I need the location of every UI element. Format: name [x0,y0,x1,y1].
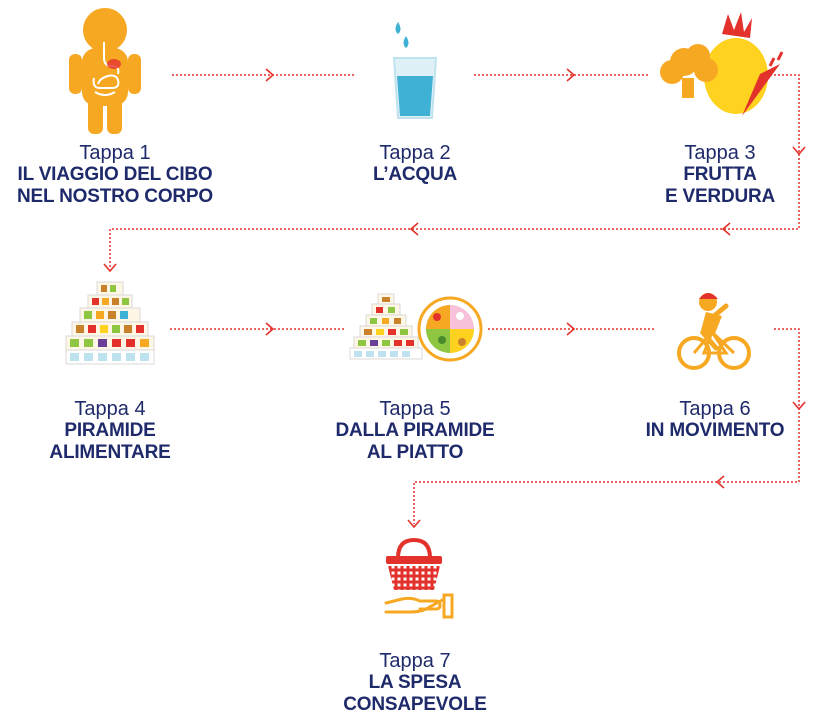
connector-3-4 [109,74,800,268]
pyramid-plate-icon [349,293,483,362]
food-pyramid-icon [65,281,155,365]
step-number: Tappa 4 [74,398,146,420]
step-number: Tappa 5 [379,398,451,420]
step-7-label: Tappa 7 LA SPESA CONSAPEVOLE [315,650,515,716]
step-title-line: DALLA PIRAMIDE [335,420,495,441]
step-title-line: NEL NOSTRO CORPO [17,186,213,207]
shopping-basket-icon [384,537,454,619]
arrow-icon [265,68,275,82]
water-glass-icon [392,22,438,119]
arrow-icon [407,401,806,529]
step-title-line: FRUTTA [683,164,757,185]
step-number: Tappa 1 [79,142,151,164]
step-5-label: Tappa 5 DALLA PIRAMIDE AL PIATTO [305,398,525,464]
cyclist-icon [677,293,751,370]
step-title-line: IN MOVIMENTO [645,420,785,441]
child-digestive-system-icon [69,8,141,134]
fruit-vegetables-icon [660,12,784,116]
step-6-label: Tappa 6 IN MOVIMENTO [620,398,810,442]
step-title-line: ALIMENTARE [49,442,171,463]
step-title-line: L’ACQUA [372,164,458,185]
step-title-line: E VERDURA [664,186,776,207]
step-number: Tappa 6 [679,398,751,420]
step-number: Tappa 2 [379,142,451,164]
step-4-label: Tappa 4 PIRAMIDE ALIMENTARE [20,398,200,464]
step-title-line: AL PIATTO [366,442,464,463]
step-1-label: Tappa 1 IL VIAGGIO DEL CIBO NEL NOSTRO C… [10,142,220,208]
arrow-icon [566,322,576,336]
connector-6-7 [413,328,800,524]
arrow-icon [265,322,275,336]
arrow-icon [566,68,576,82]
step-title-line: LA SPESA [368,672,462,693]
step-number: Tappa 3 [684,142,756,164]
step-number: Tappa 7 [379,650,451,672]
step-title-line: IL VIAGGIO DEL CIBO [17,164,213,185]
step-3-label: Tappa 3 FRUTTA E VERDURA [640,142,800,208]
arrow-icon [103,146,806,273]
step-2-label: Tappa 2 L’ACQUA [335,142,495,186]
step-title-line: PIRAMIDE [64,420,156,441]
step-title-line: CONSAPEVOLE [343,694,487,715]
